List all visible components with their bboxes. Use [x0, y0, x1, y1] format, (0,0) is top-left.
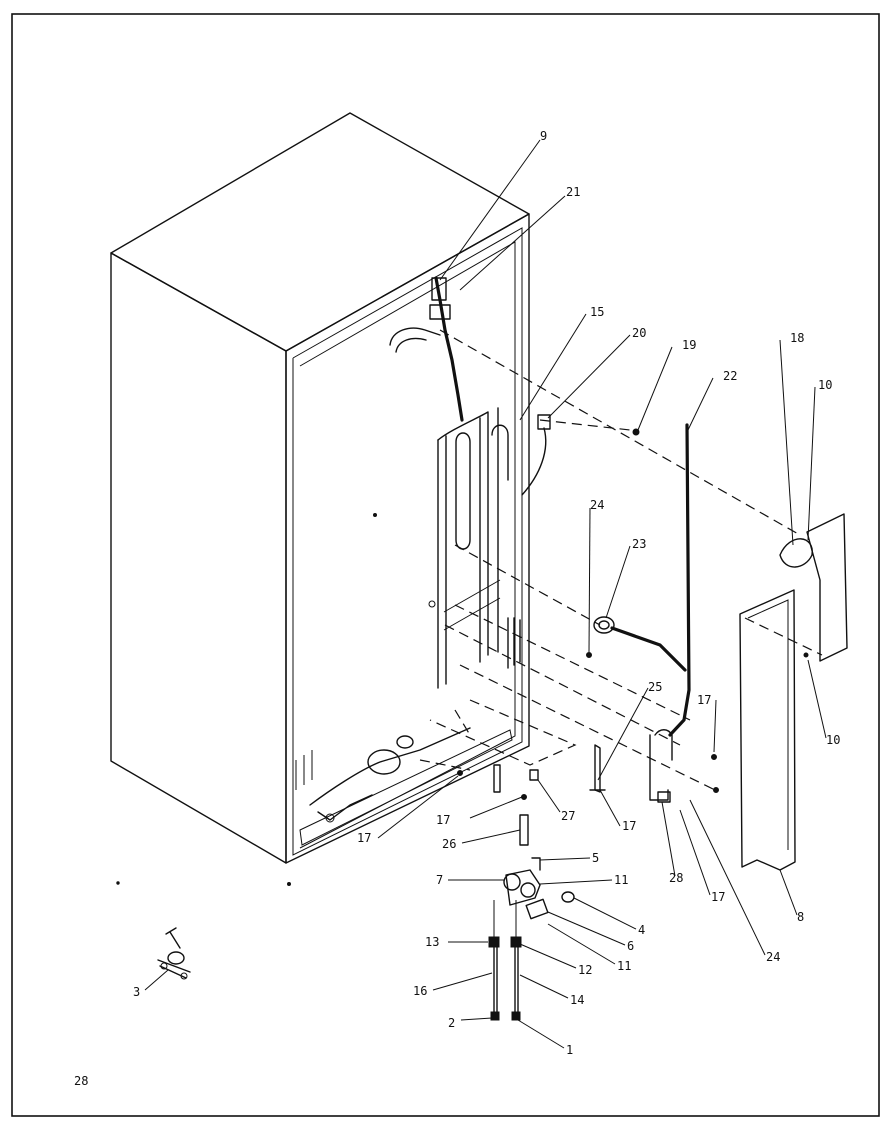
callout-22: 22	[723, 369, 737, 383]
callout-25: 25	[648, 680, 662, 694]
callout-13: 13	[425, 935, 439, 949]
screw-24-upper	[586, 652, 592, 658]
callout-4: 4	[638, 923, 645, 937]
water-valve-assembly	[488, 857, 575, 948]
callout-27: 27	[561, 809, 575, 823]
callout-15: 15	[590, 305, 604, 319]
screw-17-left	[457, 770, 463, 776]
drain-pan-outline	[429, 699, 577, 766]
callout-11-bottom: 11	[617, 959, 631, 973]
callout-18: 18	[790, 331, 804, 345]
capillary-tubing	[389, 276, 464, 422]
grommet-23	[593, 616, 687, 672]
page-border	[11, 13, 880, 1117]
callout-20: 20	[632, 326, 646, 340]
callout-7: 7	[436, 873, 443, 887]
compressor-assembly	[295, 727, 471, 823]
callout-5: 5	[592, 851, 599, 865]
callout-6: 6	[627, 939, 634, 953]
access-cover-10	[779, 513, 848, 662]
callout-1: 1	[566, 1043, 573, 1057]
callout-17-center: 17	[622, 819, 636, 833]
callout-28: 28	[669, 871, 683, 885]
callout-19: 19	[682, 338, 696, 352]
leader-lines	[144, 139, 827, 1049]
callout-8: 8	[797, 910, 804, 924]
callout-12: 12	[578, 963, 592, 977]
callout-17-lower-right: 17	[711, 890, 725, 904]
screw-24-lower	[713, 787, 719, 793]
callout-21: 21	[566, 185, 580, 199]
callout-23: 23	[632, 537, 646, 551]
callout-14: 14	[570, 993, 584, 1007]
screw-17-center	[521, 794, 527, 800]
saddle-valve-3	[157, 927, 191, 980]
bracket-25	[589, 744, 606, 793]
clamp-28	[649, 729, 673, 803]
water-lines	[490, 946, 521, 1021]
callout-16: 16	[413, 984, 427, 998]
drain-tube-22	[668, 423, 691, 737]
callout-9: 9	[540, 129, 547, 143]
screw-17-right	[711, 754, 717, 760]
callout-24-top: 24	[590, 498, 604, 512]
callout-24-bottom: 24	[766, 950, 780, 964]
callout-26: 26	[442, 837, 456, 851]
callout-10-bottom: 10	[826, 733, 840, 747]
figure-number: 28	[74, 1074, 88, 1088]
rear-panel-8	[739, 589, 796, 871]
callout-17-left: 17	[357, 831, 371, 845]
callout-17-right: 17	[697, 693, 711, 707]
screw-19	[632, 428, 640, 436]
condenser-coil	[428, 407, 521, 689]
connector-20	[521, 414, 551, 496]
callout-10-top: 10	[818, 378, 832, 392]
callout-labels: 9 21 15 20 19 22 18 10 10 24 23 17 25 24…	[74, 129, 840, 1088]
callout-11-top: 11	[614, 873, 628, 887]
callout-3: 3	[133, 985, 140, 999]
projection-lines	[419, 329, 823, 791]
refrigerator-cabinet	[110, 112, 530, 864]
callout-2: 2	[448, 1016, 455, 1030]
part-26-27	[493, 764, 539, 846]
callout-17-mid: 17	[436, 813, 450, 827]
